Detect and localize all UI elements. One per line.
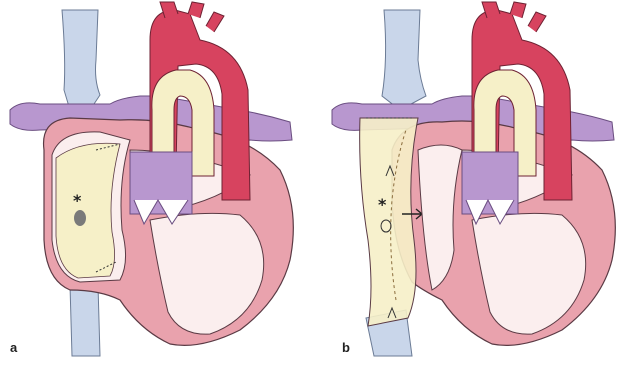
- extracardiac-conduit: [360, 118, 418, 326]
- baffle-patch: [56, 143, 120, 278]
- panel-label-b: b: [342, 340, 350, 355]
- inferior-vena-cava: [70, 285, 100, 356]
- superior-vena-cava: [382, 10, 426, 110]
- panel-b: * b: [332, 2, 615, 356]
- marker-b: *: [378, 195, 387, 214]
- panel-a: * a: [10, 2, 293, 356]
- marker-a: *: [73, 191, 82, 210]
- panel-label-a: a: [10, 340, 18, 355]
- atrial-defect: [74, 210, 86, 226]
- superior-vena-cava: [62, 10, 100, 110]
